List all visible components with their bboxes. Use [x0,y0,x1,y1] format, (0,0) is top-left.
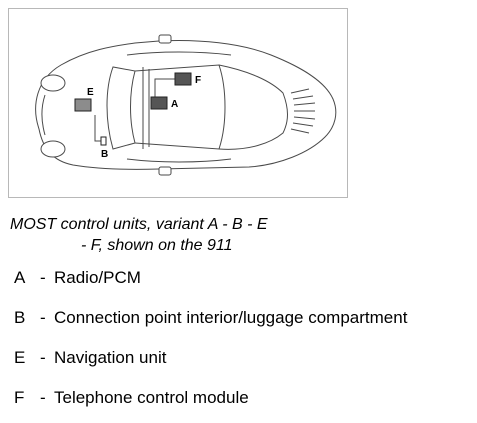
headlight-left [40,74,66,92]
car-diagram: A F E B [35,34,337,176]
callout-e: E [87,87,94,98]
legend-key: E [14,348,26,367]
legend-key: F [14,388,25,407]
legend-text: Connection point interior/luggage compar… [54,308,408,327]
cable-a-f [154,78,175,103]
door-line-bottom [126,158,232,163]
legend-list: A-Radio/PCM B-Connection point interior/… [14,263,474,423]
legend-key: A [14,268,26,287]
telephone-control-unit [174,72,192,86]
center-console [142,67,150,149]
legend-dash: - [40,348,46,367]
callout-b: B [101,149,108,160]
navigation-unit [74,98,92,112]
engine-louvres [290,88,316,134]
roof [134,64,226,150]
figure-caption: MOST control units, variant A - B - E - … [10,214,350,256]
legend-dash: - [40,268,46,287]
legend-text: Telephone control module [54,388,249,407]
legend-item-b: B-Connection point interior/luggage comp… [14,303,474,333]
legend-dash: - [40,308,46,327]
car-details [40,34,172,176]
car-diagram-frame: A F E B [8,8,348,198]
console-lines [94,67,175,149]
callout-a: A [171,99,178,110]
legend-text: Radio/PCM [54,268,141,287]
callout-f: F [195,75,201,86]
front-bumper [41,94,46,136]
caption-line-2: - F, shown on the 911 [81,237,233,254]
legend-item-e: E-Navigation unit [14,343,474,373]
mirror-left [158,34,172,44]
legend-key: B [14,308,26,327]
headlight-right [40,140,66,158]
car-body [35,40,337,170]
rear-window [218,64,288,150]
cable-e-b [94,115,101,142]
radio-pcm-unit [150,96,168,110]
windshield [106,66,136,150]
legend-dash: - [40,388,46,407]
caption-line-1: MOST control units, variant A - B - E [10,216,268,233]
connection-point [100,136,107,146]
legend-item-a: A-Radio/PCM [14,263,474,293]
legend-item-f: F-Telephone control module [14,383,474,413]
door-line-top [126,51,232,56]
car-outline [35,40,337,170]
legend-text: Navigation unit [54,348,167,367]
mirror-right [158,166,172,176]
